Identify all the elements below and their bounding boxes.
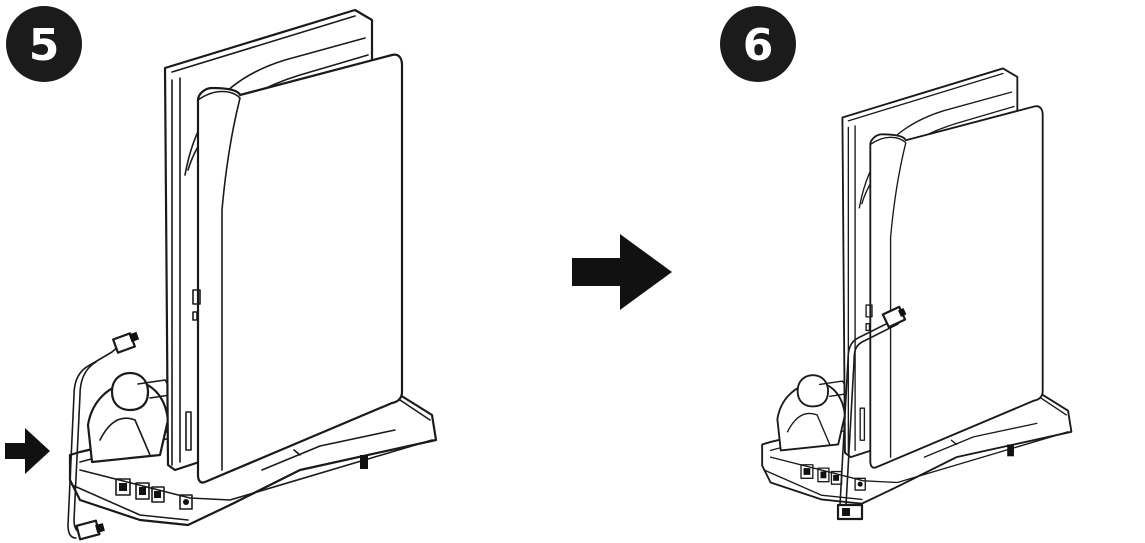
- step-5-badge: 5: [6, 6, 82, 82]
- arrow-right-icon: [5, 428, 50, 474]
- step-5-number: 5: [29, 20, 60, 71]
- console-on-stand-step-6: [761, 67, 1073, 505]
- step-5-panel: 5: [5, 6, 438, 541]
- usb-cable-step-6: [836, 305, 907, 521]
- usb-cable-step-5: [67, 331, 140, 541]
- arrow-right-icon: [572, 234, 672, 310]
- step-6-badge: 6: [720, 6, 796, 82]
- console-on-stand-step-5: [68, 8, 438, 527]
- step-6-panel: 6: [720, 6, 1073, 521]
- step-6-number: 6: [743, 20, 774, 71]
